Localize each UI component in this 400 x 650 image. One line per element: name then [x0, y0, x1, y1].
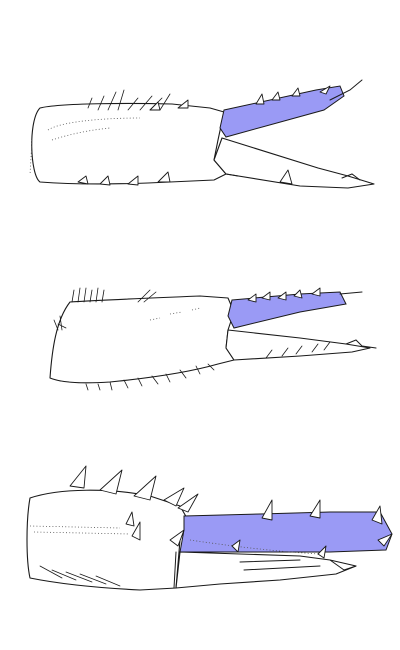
claw-bottom-palm	[26, 489, 189, 591]
claw-middle-palm	[49, 295, 235, 384]
spine	[293, 289, 303, 299]
spine	[149, 101, 161, 111]
spine	[371, 505, 383, 525]
spine	[247, 293, 257, 303]
spine	[125, 511, 135, 527]
spine	[231, 539, 241, 553]
spine	[261, 499, 273, 521]
spine	[127, 175, 139, 186]
spine	[279, 169, 293, 185]
spine	[309, 499, 321, 519]
spine	[133, 475, 157, 501]
claw-middle	[49, 287, 377, 391]
spine	[277, 291, 287, 301]
claw-top-fixed-finger	[213, 137, 375, 189]
claw-top-movable-finger	[219, 85, 345, 138]
spine	[319, 85, 331, 95]
claw-middle-fixed-finger	[225, 329, 371, 361]
spine	[163, 487, 185, 507]
spine	[169, 529, 185, 547]
spine	[255, 93, 265, 105]
spine	[261, 291, 271, 301]
spine	[157, 171, 171, 183]
spine	[377, 533, 393, 547]
spine	[99, 469, 123, 495]
claw-bottom	[26, 465, 393, 591]
claw-middle-movable-finger	[227, 291, 347, 329]
spine	[77, 175, 89, 185]
spine	[271, 91, 281, 101]
spine	[177, 99, 189, 109]
spine	[99, 175, 111, 186]
claw-bottom-fixed-finger	[175, 551, 357, 589]
claw-top	[29, 79, 375, 189]
claw-top-palm	[31, 102, 227, 185]
spine	[131, 521, 141, 541]
spine	[317, 545, 327, 559]
spine	[177, 493, 199, 513]
spine	[291, 87, 301, 97]
claw-bottom-movable-finger	[179, 511, 393, 553]
spine	[311, 287, 321, 297]
spine	[69, 465, 87, 489]
